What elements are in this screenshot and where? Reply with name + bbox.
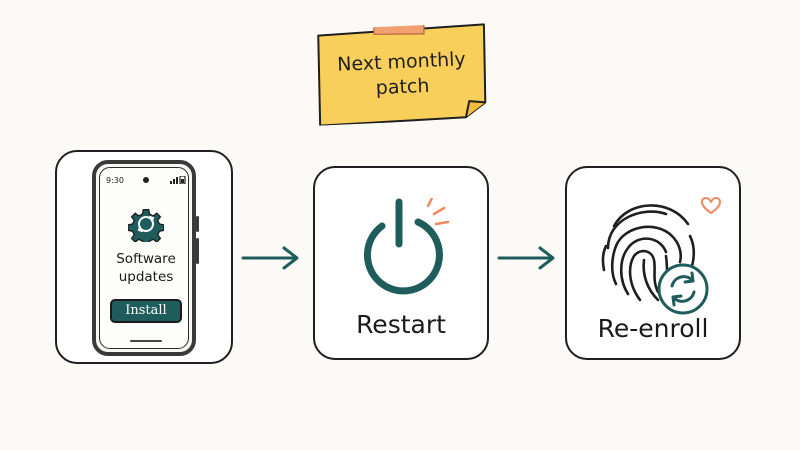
camera-icon: [143, 177, 149, 183]
step-panel-reenroll: [565, 166, 741, 360]
tape-strip: [373, 22, 425, 35]
sticky-note: Next monthly patch: [312, 22, 492, 126]
status-icons: [170, 176, 186, 184]
signal-battery-icon: [170, 176, 186, 184]
step-panel-restart: [313, 166, 489, 360]
smartphone: 9:30 Software updates Install: [92, 160, 199, 356]
phone-side-button: [196, 216, 199, 232]
arrow-right-icon: [240, 244, 302, 272]
phone-title-line-1: Software: [116, 251, 176, 267]
gear-refresh-icon: [128, 206, 164, 242]
phone-volume-button: [196, 238, 199, 264]
power-icon: [352, 198, 456, 302]
status-time: 9:30: [106, 176, 124, 185]
heart-icon: [700, 196, 722, 216]
home-indicator: [130, 340, 162, 342]
install-button[interactable]: Install: [110, 299, 182, 323]
refresh-badge-icon: [656, 262, 710, 316]
restart-label: Restart: [356, 310, 446, 339]
arrow-right-icon: [496, 244, 558, 272]
phone-title-line-2: updates: [118, 269, 174, 285]
reenroll-label: Re-enroll: [597, 314, 709, 343]
phone-screen: 9:30 Software updates Install: [99, 167, 189, 349]
note-text: Next monthly patch: [313, 46, 491, 104]
